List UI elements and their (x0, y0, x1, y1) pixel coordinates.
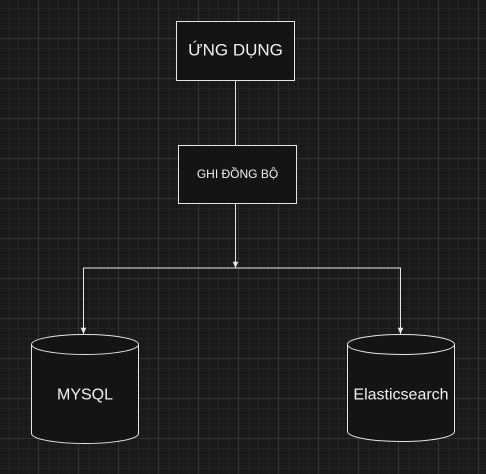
node-app-label: ỨNG DỤNG (188, 41, 283, 60)
node-app[interactable]: ỨNG DỤNG (176, 21, 295, 81)
node-elasticsearch-database[interactable]: Elasticsearch (347, 334, 455, 442)
node-elasticsearch-label: Elasticsearch (353, 387, 448, 404)
database-cylinder-icon (31, 334, 139, 444)
connector-split-to-elasticsearch (235, 267, 404, 334)
node-sync-write[interactable]: GHI ĐỒNG BỘ (178, 145, 297, 204)
node-mysql-database[interactable]: MYSQL (31, 334, 139, 444)
node-sync-write-label: GHI ĐỒNG BỘ (197, 166, 278, 181)
connector-split-to-mysql (80, 267, 236, 334)
node-mysql-label: MYSQL (57, 387, 113, 404)
database-cylinder-icon (347, 334, 455, 442)
